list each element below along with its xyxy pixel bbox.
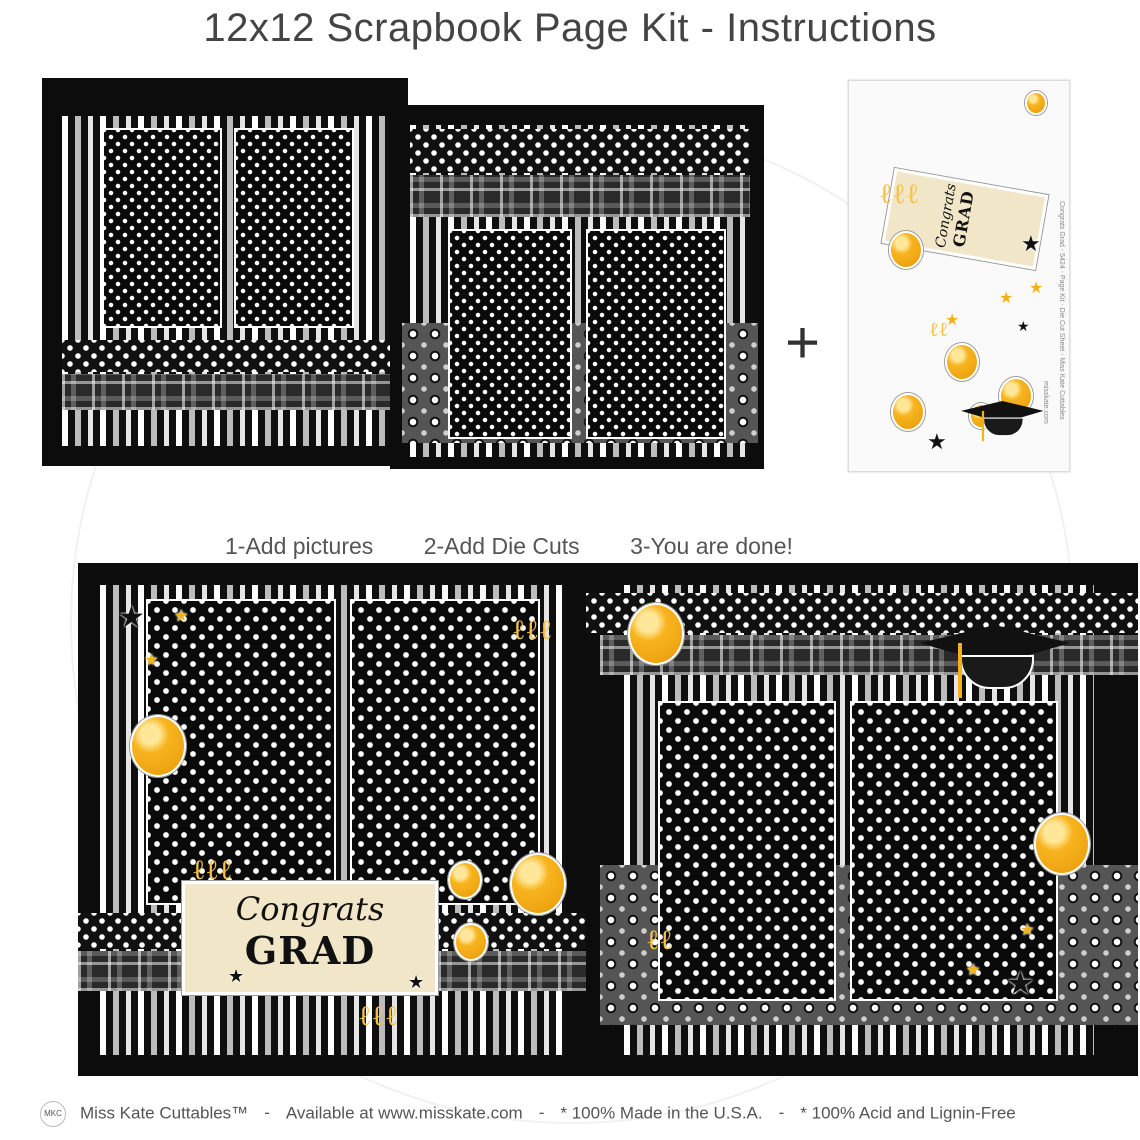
star-icon: ★ [945, 312, 960, 329]
brand-logo-icon: MKC [40, 1101, 66, 1127]
star-icon: ★ [999, 290, 1014, 307]
star-icon: ★ [966, 962, 981, 979]
footer-separator: - [778, 1103, 785, 1123]
sheet-footer-text: misskate.com [1042, 381, 1049, 424]
star-icon: ★ [408, 972, 425, 992]
footer-separator: - [538, 1103, 545, 1123]
balloon-icon [130, 715, 186, 777]
streamer-icon: ℓℓℓ [512, 613, 553, 646]
photo-mat-left [658, 701, 836, 1001]
dot-border [410, 129, 750, 173]
plus-sign: + [785, 309, 821, 376]
balloon-icon [945, 343, 979, 381]
star-icon: ★ [1017, 318, 1030, 334]
star-icon: ★ [228, 966, 245, 986]
balloon-icon [454, 923, 488, 961]
balloon-icon [448, 861, 482, 899]
streamer-icon: ℓℓℓ [358, 999, 399, 1032]
balloon-icon [891, 393, 925, 431]
star-icon: ★ [927, 429, 947, 454]
instruction-steps: 1-Add pictures 2-Add Die Cuts 3-You are … [225, 533, 837, 560]
footer-acid: * 100% Acid and Lignin-Free [800, 1103, 1016, 1123]
star-icon: ★ [174, 608, 189, 625]
balloon-icon [510, 853, 566, 915]
tag-line-1: Congrats [235, 890, 385, 928]
star-icon: ★ [1029, 280, 1044, 297]
page-title: 12x12 Scrapbook Page Kit - Instructions [203, 6, 937, 50]
star-icon: ★ [1020, 922, 1035, 939]
streamer-icon: ℓℓ [929, 317, 949, 341]
footer-available: Available at www.misskate.com [285, 1103, 523, 1123]
layout-page-1 [42, 78, 408, 466]
plaid-border [62, 374, 392, 410]
streamer-icon: ℓℓ [646, 923, 673, 956]
star-icon: ★ [144, 652, 159, 669]
photo-mat-left [448, 229, 572, 439]
sheet-side-text: Congrats Grad - 5424 - Page Kit - Die Cu… [1058, 201, 1065, 420]
footer-brand: Miss Kate Cuttables™ [80, 1103, 249, 1123]
tag-line-2: GRAD [244, 928, 376, 973]
photo-mat-right [350, 599, 540, 905]
photo-mat-right [234, 128, 354, 328]
step-2: 2-Add Die Cuts [423, 533, 580, 559]
balloon-icon [1025, 91, 1047, 115]
finished-page-left: ★ ★ ★ ℓℓℓ ℓℓℓ ℓℓℓ Congrats GRAD ★ ★ [78, 563, 590, 1076]
balloon-icon [628, 603, 684, 665]
step-1: 1-Add pictures [225, 533, 374, 559]
plaid-border [410, 175, 750, 217]
star-icon: ★ [1021, 231, 1041, 256]
die-cut-sheet: Congrats GRAD ★ ★ ★ ★ ★ ★ ℓℓℓ ℓℓ Congrat… [848, 80, 1070, 472]
layout-page-2 [390, 105, 764, 469]
dot-border [62, 340, 392, 372]
star-icon: ★ [118, 601, 145, 634]
star-icon: ★ [1006, 965, 1035, 1001]
photo-mat-left [102, 128, 222, 328]
footer-made: * 100% Made in the U.S.A. [560, 1103, 763, 1123]
streamer-icon: ℓℓℓ [879, 177, 920, 210]
balloon-icon [889, 231, 923, 269]
step-3: 3-You are done! [630, 533, 793, 559]
finished-page-right: ℓℓ ★ ★ ★ [586, 563, 1138, 1076]
photo-mat-right [850, 701, 1058, 1001]
streamer-icon: ℓℓℓ [192, 853, 233, 886]
footer-separator: - [264, 1103, 270, 1123]
photo-mat-right [586, 229, 726, 439]
congrats-grad-tag: Congrats GRAD [182, 881, 438, 995]
balloon-icon [1034, 813, 1090, 875]
